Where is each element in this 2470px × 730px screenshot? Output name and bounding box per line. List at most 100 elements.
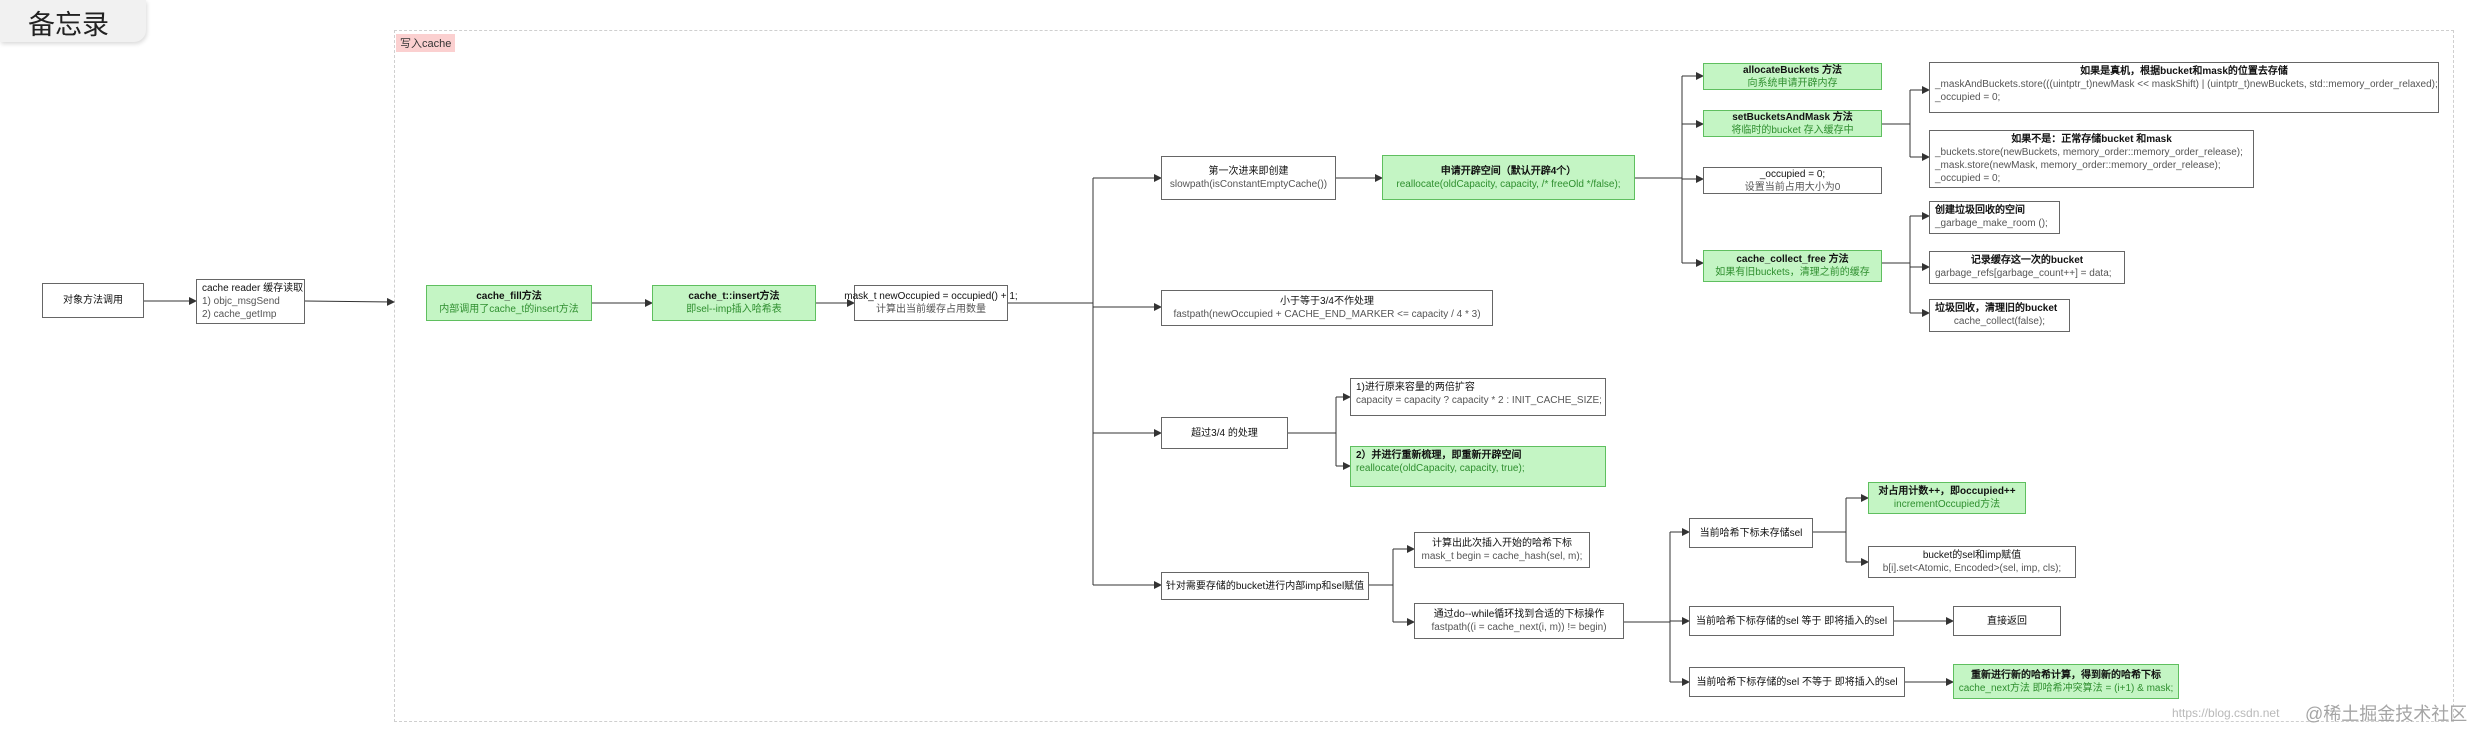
node-not-real-device-line-2: _mask.store(newMask, memory_order::memor… <box>1935 160 2221 171</box>
node-open-space-sub: reallocate(oldCapacity, capacity, /* fre… <box>1396 178 1621 190</box>
edge-collect-branches <box>1882 216 1911 313</box>
node-less-than-title: 小于等于3/4不作处理 <box>1280 296 1374 307</box>
node-new-occupied-title: mask_t newOccupied = occupied() + 1; <box>844 291 1018 302</box>
node-garbage-room-sub: _garbage_make_room (); <box>1935 218 2048 229</box>
node-set-buckets-and-mask-title: setBucketsAndMask 方法 <box>1732 111 1853 123</box>
edge-store-branches <box>1369 549 1394 622</box>
node-not-equal-sel-title: 当前哈希下标存储的sel 不等于 即将插入的sel <box>1696 676 1898 688</box>
node-garbage-collect-sub: cache_collect(false); <box>1953 316 2046 327</box>
edge-open-branches <box>1635 76 1683 263</box>
node-set-sel-imp-sub: b[i].set<Atomic, Encoded>(sel, imp, cls)… <box>1882 563 2062 574</box>
node-cache-reader[interactable]: cache reader 缓存读取 1) objc_msgSend 2) cac… <box>196 279 305 324</box>
node-set-sel-imp-title: bucket的sel和imp赋值 <box>1922 550 2022 561</box>
node-first-create[interactable]: 第一次进来即创建 slowpath(isConstantEmptyCache()… <box>1161 156 1336 200</box>
node-cache-fill-title: cache_fill方法 <box>476 291 542 302</box>
node-equal-sel-title: 当前哈希下标存储的sel 等于 即将插入的sel <box>1695 615 1888 627</box>
node-open-space-title: 申请开辟空间（默认开辟4个） <box>1440 165 1577 177</box>
node-new-occupied[interactable]: mask_t newOccupied = occupied() + 1; 计算出… <box>844 285 1018 321</box>
node-set-sel-imp[interactable]: bucket的sel和imp赋值 b[i].set<Atomic, Encode… <box>1868 546 2076 578</box>
node-hash-begin-sub: mask_t begin = cache_hash(sel, m); <box>1421 551 1583 562</box>
memo-title: 备忘录 <box>28 10 109 41</box>
node-occupied-zero-title: _occupied = 0; <box>1759 168 1826 180</box>
node-do-while[interactable]: 通过do--while循环找到合适的下标操作 fastpath((i = cac… <box>1414 603 1624 639</box>
node-new-occupied-sub: 计算出当前缓存占用数量 <box>876 304 986 315</box>
memo-tab[interactable]: 备忘录 <box>0 0 146 42</box>
node-not-real-device-line-3: _occupied = 0; <box>1935 173 2001 184</box>
edge-over-branches <box>1288 397 1337 466</box>
node-cache-insert[interactable]: cache_t::insert方法 即sel--imp插入哈希表 <box>652 285 816 321</box>
node-hash-begin-title: 计算出此次插入开始的哈希下标 <box>1432 538 1572 549</box>
node-return-directly[interactable]: 直接返回 <box>1953 606 2061 636</box>
node-no-sel-title: 当前哈希下标未存储sel <box>1699 527 1803 539</box>
node-double-capacity[interactable]: 1)进行原来容量的两倍扩容 capacity = capacity ? capa… <box>1350 378 1606 416</box>
node-real-device-title: 如果是真机，根据bucket和mask的位置去存储 <box>2080 66 2288 77</box>
node-not-real-device-title: 如果不是：正常存储bucket 和mask <box>2011 134 2172 145</box>
node-increment-occupied[interactable]: 对占用计数++，即occupied++ incrementOccupied方法 <box>1868 482 2026 514</box>
node-cache-insert-title: cache_t::insert方法 <box>688 291 780 302</box>
node-set-buckets-and-mask-sub: 将临时的bucket 存入缓存中 <box>1731 124 1854 136</box>
node-bucket-assign-title: 针对需要存储的bucket进行内部imp和sel赋值 <box>1165 580 1365 592</box>
node-rehash[interactable]: 重新进行新的哈希计算，得到新的哈希下标 cache_next方法 即哈希冲突算法… <box>1953 664 2179 699</box>
node-occupied-zero[interactable]: _occupied = 0; 设置当前占用大小为0 <box>1703 167 1882 194</box>
node-cache-fill-sub: 内部调用了cache_t的insert方法 <box>439 304 579 315</box>
edge-mask-branches <box>1008 178 1094 585</box>
node-cache-collect-free[interactable]: cache_collect_free 方法 如果有旧buckets，清理之前的缓… <box>1703 250 1882 282</box>
node-reopen-space[interactable]: 2）并进行重新梳理，即重新开辟空间 reallocate(oldCapacity… <box>1350 446 1606 487</box>
node-record-bucket-title: 记录缓存这一次的bucket <box>1970 255 2084 266</box>
node-garbage-room[interactable]: 创建垃圾回收的空间 _garbage_make_room (); <box>1929 201 2060 234</box>
node-rehash-sub: cache_next方法 即哈希冲突算法 = (i+1) & mask; <box>1958 682 2174 694</box>
node-garbage-collect[interactable]: 垃圾回收，清理旧的bucket cache_collect(false); <box>1929 299 2070 332</box>
node-record-bucket[interactable]: 记录缓存这一次的bucket garbage_refs[garbage_coun… <box>1929 251 2125 284</box>
write-cache-frame <box>394 30 2454 722</box>
node-record-bucket-sub: garbage_refs[garbage_count++] = data; <box>1935 268 2112 279</box>
node-do-while-sub: fastpath((i = cache_next(i, m)) != begin… <box>1431 622 1607 633</box>
frame-label: 写入cache <box>396 34 456 52</box>
node-less-than-three-quarters[interactable]: 小于等于3/4不作处理 fastpath(newOccupied + CACHE… <box>1161 290 1493 326</box>
node-do-while-title: 通过do--while循环找到合适的下标操作 <box>1433 609 1605 620</box>
node-reopen-sub: reallocate(oldCapacity, capacity, true); <box>1356 463 1525 474</box>
node-over-three-quarters[interactable]: 超过3/4 的处理 <box>1161 417 1288 449</box>
node-cache-reader-line-2: 2) cache_getImp <box>202 309 277 320</box>
node-increment-title: 对占用计数++，即occupied++ <box>1878 486 2016 497</box>
node-first-create-title: 第一次进来即创建 <box>1208 166 1289 177</box>
node-no-sel[interactable]: 当前哈希下标未存储sel <box>1689 518 1813 548</box>
edge-setb-branches <box>1882 90 1911 157</box>
node-double-sub: capacity = capacity ? capacity * 2 : INI… <box>1356 395 1602 406</box>
edge-reader-frame <box>304 297 395 306</box>
node-cache-reader-line-1: 1) objc_msgSend <box>202 296 280 307</box>
node-equal-sel[interactable]: 当前哈希下标存储的sel 等于 即将插入的sel <box>1689 606 1894 636</box>
edge-nosel-branches <box>1813 498 1847 562</box>
node-return-title: 直接返回 <box>1987 615 2027 627</box>
node-allocate-buckets[interactable]: allocateBuckets 方法 向系统申请开辟内存 <box>1703 63 1882 90</box>
node-reopen-title: 2）并进行重新梳理，即重新开辟空间 <box>1356 450 1522 461</box>
node-real-device[interactable]: 如果是真机，根据bucket和mask的位置去存储 _maskAndBucket… <box>1929 62 2439 113</box>
node-not-real-device-line-1: _buckets.store(newBuckets, memory_order:… <box>1935 147 2243 158</box>
node-over-title: 超过3/4 的处理 <box>1191 427 1258 439</box>
edge-dowhile-branches <box>1624 532 1671 682</box>
node-double-title: 1)进行原来容量的两倍扩容 <box>1356 382 1475 393</box>
node-allocate-buckets-title: allocateBuckets 方法 <box>1743 64 1842 76</box>
node-object-method-call[interactable]: 对象方法调用 <box>42 283 144 318</box>
node-garbage-collect-title: 垃圾回收，清理旧的bucket <box>1935 303 2058 314</box>
node-open-space[interactable]: 申请开辟空间（默认开辟4个） reallocate(oldCapacity, c… <box>1382 155 1635 200</box>
node-object-method-call-title: 对象方法调用 <box>63 295 123 306</box>
node-cache-collect-free-title: cache_collect_free 方法 <box>1736 254 1849 265</box>
node-not-real-device[interactable]: 如果不是：正常存储bucket 和mask _buckets.store(new… <box>1929 130 2254 188</box>
node-allocate-buckets-sub: 向系统申请开辟内存 <box>1747 77 1838 89</box>
node-cache-collect-free-sub: 如果有旧buckets，清理之前的缓存 <box>1715 267 1870 278</box>
watermark-url: https://blog.csdn.net <box>2172 706 2280 720</box>
node-increment-sub: incrementOccupied方法 <box>1893 499 2001 510</box>
node-not-equal-sel[interactable]: 当前哈希下标存储的sel 不等于 即将插入的sel <box>1689 667 1905 697</box>
node-rehash-title: 重新进行新的哈希计算，得到新的哈希下标 <box>1971 669 2161 681</box>
node-less-than-sub: fastpath(newOccupied + CACHE_END_MARKER … <box>1173 309 1481 320</box>
node-cache-reader-title: cache reader 缓存读取 <box>202 283 304 294</box>
watermark-brand: @稀土掘金技术社区 <box>2305 704 2468 724</box>
node-hash-begin[interactable]: 计算出此次插入开始的哈希下标 mask_t begin = cache_hash… <box>1414 532 1590 568</box>
node-cache-insert-sub: 即sel--imp插入哈希表 <box>686 304 782 315</box>
node-garbage-room-title: 创建垃圾回收的空间 <box>1935 205 2025 216</box>
node-bucket-assign[interactable]: 针对需要存储的bucket进行内部imp和sel赋值 <box>1161 572 1369 600</box>
node-cache-fill[interactable]: cache_fill方法 内部调用了cache_t的insert方法 <box>426 285 592 321</box>
node-set-buckets-and-mask[interactable]: setBucketsAndMask 方法 将临时的bucket 存入缓存中 <box>1703 110 1882 137</box>
node-real-device-line-2: _occupied = 0; <box>1935 92 2001 103</box>
